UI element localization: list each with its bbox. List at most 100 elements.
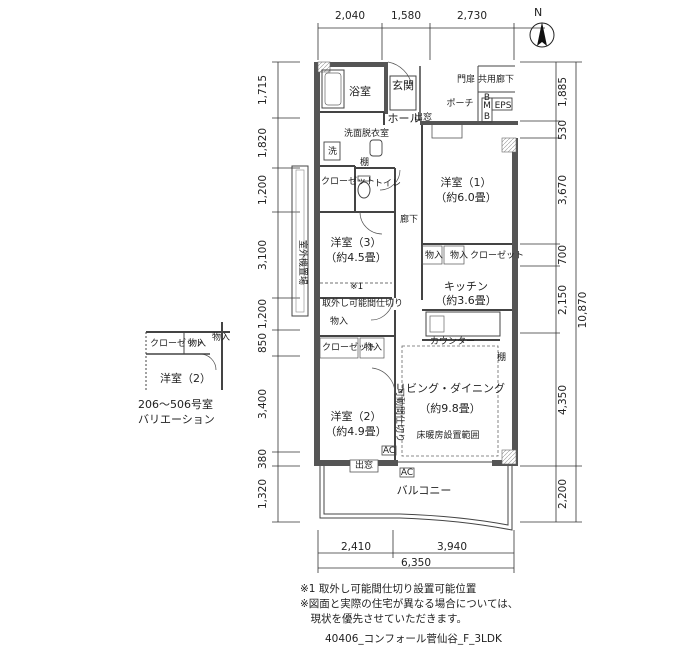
room-movable-partition: 可動間仕切り: [394, 388, 406, 442]
room-eps: EPS: [495, 101, 512, 111]
variation-caption-2: バリエーション: [138, 413, 215, 426]
storage-box-kitchen-2: [443, 245, 465, 265]
room-outdoor-unit: 室外機置場: [297, 240, 309, 285]
dim-top-1: 2,040: [335, 10, 365, 22]
ac-box-1: [381, 445, 397, 456]
room-western3: 洋室（3）: [331, 235, 382, 249]
top-dimensions: [317, 23, 545, 60]
footer-code: 40406_コンフォール菅仙谷_F_3LDK: [325, 633, 502, 645]
room-western3-size: （約4.5畳）: [325, 250, 387, 264]
dim-left-3: 1,200: [257, 175, 269, 205]
dim-right-4: 700: [557, 245, 569, 265]
room-ac1: AC: [383, 446, 395, 456]
room-living-size: （約9.8畳）: [419, 401, 481, 415]
variation-storage-side: 物入: [212, 331, 230, 343]
wash-basin-icon: [323, 141, 341, 161]
toilet-tank: [357, 175, 371, 182]
dim-left-4: 3,100: [257, 240, 269, 270]
room-kitchen: キッチン: [444, 280, 488, 293]
storage-box-w2: [359, 337, 385, 359]
variation-storage: 物入: [188, 337, 206, 349]
room-western2: 洋室（2）: [331, 409, 382, 423]
room-western1: 洋室（1）: [441, 175, 492, 189]
dim-bottom-1: 2,410: [341, 541, 371, 553]
room-hall: ホール: [388, 112, 421, 125]
dim-right-3: 3,670: [557, 175, 569, 205]
bathtub-inner: [324, 72, 342, 106]
room-b-small: B: [484, 93, 490, 103]
dim-left-1: 1,715: [257, 75, 269, 105]
note-1: ※1 取外し可能間仕切り設置可能位置: [300, 583, 477, 595]
north-arrow-icon: [529, 22, 555, 48]
room-storage1: 物入: [425, 249, 443, 261]
room-common-corridor: 共用廊下: [478, 73, 514, 85]
right-dim-labels: 1,885 530 3,670 700 2,150 4,350 2,200 10…: [557, 77, 589, 509]
dim-left-2: 1,820: [257, 128, 269, 158]
room-entrance: 玄関: [392, 78, 414, 92]
eps-box: [491, 97, 513, 111]
room-wash: 洗: [328, 145, 337, 157]
dim-top-3: 2,730: [457, 10, 487, 22]
dim-right-5: 2,150: [557, 285, 569, 315]
variation-plan: [145, 322, 230, 390]
column-hatch: [317, 61, 331, 73]
room-bath: 浴室: [349, 84, 371, 98]
dim-bottom-total: 6,350: [401, 557, 431, 569]
note-2: ※図面と実際の住宅が異なる場合については、: [300, 598, 519, 610]
kitchen-sink-icon: [429, 315, 445, 333]
dim-bottom-2: 3,940: [437, 541, 467, 553]
dim-right-2: 530: [557, 120, 569, 140]
dim-right-total: 10,870: [577, 292, 589, 329]
left-dimensions: [272, 61, 300, 523]
bottom-dimensions: [317, 530, 515, 573]
dim-right-6: 4,350: [557, 385, 569, 415]
floor-heating-range: [401, 345, 499, 457]
room-living: リビング・ダイニング: [395, 381, 505, 395]
bay-window-top: [431, 123, 463, 139]
variation-room: 洋室（2）: [160, 371, 211, 385]
room-kitchen-size: （約3.6畳）: [435, 293, 497, 307]
column-hatch: [501, 137, 517, 153]
dim-left-9: 1,320: [257, 479, 269, 509]
compass-n: N: [534, 6, 542, 19]
room-floor-heating: 床暖房設置範囲: [416, 429, 479, 441]
room-western1-size: （約6.0畳）: [435, 190, 497, 204]
room-partition-text: 取外し可能間仕切り: [322, 297, 403, 309]
bathtub-icon: [321, 69, 345, 109]
kitchen-counter: [425, 311, 501, 337]
room-closet1: クローゼット: [321, 175, 375, 187]
washing-machine-icon: [369, 139, 383, 157]
room-closet2: クローゼット: [470, 249, 524, 261]
partitions: [320, 111, 512, 460]
outdoor-unit-area: [291, 165, 309, 317]
room-wash-room: 洗面脱衣室: [344, 127, 389, 139]
room-storage4: 物入: [364, 341, 382, 353]
room-mb-m: M: [483, 101, 491, 111]
room-window-bottom: 出窓: [355, 459, 373, 471]
ac-box-2: [399, 467, 415, 478]
bay-window-bottom: [349, 459, 379, 473]
dim-left-8: 380: [257, 449, 269, 469]
balcony-outline: [319, 466, 513, 531]
room-balcony: バルコニー: [397, 484, 452, 497]
room-closet3: クローゼット: [322, 341, 376, 353]
dim-left-7: 3,400: [257, 389, 269, 419]
room-shelf2: 棚: [497, 351, 506, 363]
column-hatch: [501, 449, 517, 465]
room-shelf1: 棚: [360, 156, 369, 168]
room-counter: カウンター: [430, 336, 475, 347]
room-storage2: 物入: [450, 249, 468, 261]
door-swings: [359, 61, 413, 395]
room-ac2: AC: [401, 468, 413, 478]
room-corridor: 廊下: [400, 213, 418, 225]
left-dim-labels: 1,715 1,820 1,200 3,100 1,200 850 3,400 …: [257, 75, 269, 509]
entrance-box: [389, 75, 417, 111]
variation-caption-1: 206～506号室: [138, 397, 213, 411]
closet-box-w2: [319, 337, 359, 359]
dim-left-6: 850: [257, 333, 269, 353]
outdoor-unit-inner: [295, 169, 305, 313]
right-dimensions: [520, 61, 582, 523]
toilet-icon: [357, 181, 371, 199]
room-western2-size: （約4.9畳）: [325, 424, 387, 438]
room-porch: ポーチ: [446, 98, 473, 109]
